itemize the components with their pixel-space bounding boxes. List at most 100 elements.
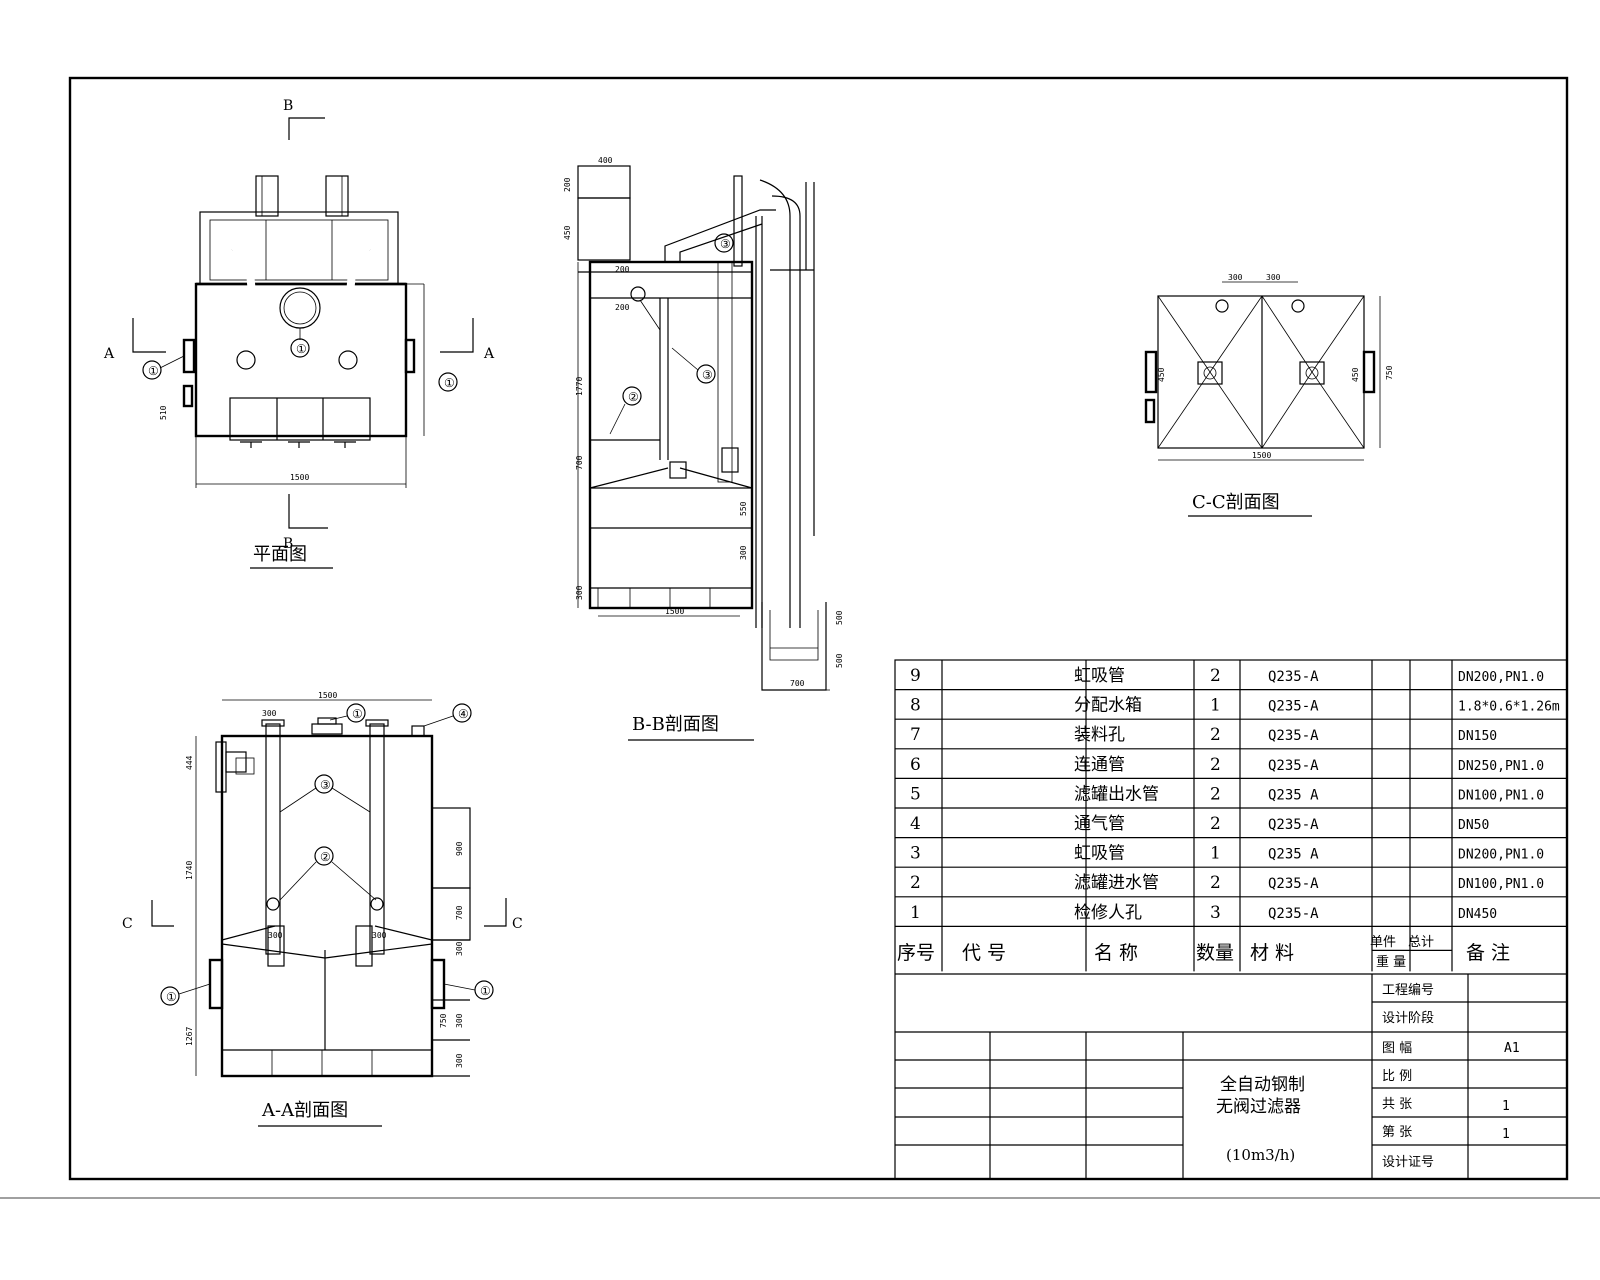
svg-text:450: 450 (1157, 367, 1166, 382)
svg-text:1500: 1500 (318, 691, 337, 700)
tb-size-label: 图 幅 (1382, 1041, 1412, 1056)
bom-cell-qty: 2 (1210, 814, 1221, 834)
plan-section-b-bottom: B (283, 536, 293, 552)
bom-cell-remark: DN50 (1458, 818, 1489, 833)
aa-title: A-A剖面图 (261, 1100, 348, 1121)
tb-sheet-no-label: 第 张 (1382, 1125, 1412, 1140)
bom-cell-seq: 1 (910, 903, 921, 923)
bom-cell-remark: DN200,PN1.0 (1458, 670, 1544, 685)
svg-text:③: ③ (702, 368, 713, 382)
bom-cell-seq: 6 (910, 755, 921, 775)
bom-cell-name: 检修人孔 (1074, 903, 1142, 923)
cc-title: C-C剖面图 (1192, 492, 1280, 513)
bom-cell-material: Q235-A (1268, 758, 1319, 774)
svg-text:300: 300 (455, 1053, 464, 1068)
svg-text:550: 550 (739, 501, 748, 516)
tb-title-line2: 无阀过滤器 (1216, 1097, 1301, 1117)
bom-cell-remark: DN150 (1458, 729, 1497, 744)
bom-cell-name: 虹吸管 (1074, 844, 1125, 864)
bom-cell-seq: 5 (910, 784, 921, 804)
bom-cell-qty: 2 (1210, 784, 1221, 804)
bom-cell-remark: DN450 (1458, 907, 1497, 922)
plan-section-b-top: B (283, 98, 293, 114)
svg-text:②: ② (320, 850, 331, 864)
bom-cell-name: 分配水箱 (1074, 696, 1142, 716)
bom-cell-name: 滤罐进水管 (1074, 873, 1159, 893)
svg-text:200: 200 (563, 177, 572, 192)
svg-text:1500: 1500 (1252, 451, 1271, 460)
bom-cell-remark: DN100,PN1.0 (1458, 788, 1544, 803)
bom-cell-seq: 3 (910, 844, 921, 864)
bom-cell-seq: 7 (910, 725, 921, 745)
svg-text:300: 300 (455, 941, 464, 956)
svg-text:700: 700 (455, 905, 464, 920)
bom-header-material: 材 料 (1250, 942, 1294, 964)
bom-cell-name: 滤罐出水管 (1074, 784, 1159, 804)
tb-total-sheets-label: 共 张 (1382, 1097, 1412, 1112)
svg-text:④: ④ (458, 707, 469, 721)
svg-text:①: ① (166, 990, 177, 1004)
svg-text:③: ③ (720, 237, 731, 251)
bom-header-qty: 数量 (1196, 942, 1234, 964)
tb-design-stage-label: 设计阶段 (1382, 1011, 1434, 1026)
svg-text:③: ③ (320, 778, 331, 792)
bom-header-code: 代 号 (962, 942, 1006, 964)
bom-cell-material: Q235 A (1268, 787, 1319, 803)
svg-text:900: 900 (455, 841, 464, 856)
drawing-border (68, 76, 1569, 1181)
svg-text:1500: 1500 (665, 607, 684, 616)
svg-text:1267: 1267 (185, 1027, 194, 1046)
tb-scale-label: 比 例 (1382, 1069, 1412, 1084)
bb-section-view: 400 200 450 1500 (563, 156, 844, 741)
svg-text:300: 300 (372, 931, 387, 940)
bom-cell-remark: DN250,PN1.0 (1458, 759, 1544, 774)
bom-cell-name: 装料孔 (1074, 725, 1125, 745)
aa-section-c-right: C (512, 916, 523, 932)
svg-text:②: ② (628, 390, 639, 404)
svg-text:①: ① (480, 984, 491, 998)
svg-text:700: 700 (575, 455, 584, 470)
svg-text:1740: 1740 (185, 861, 194, 880)
svg-text:450: 450 (1351, 367, 1360, 382)
svg-text:300: 300 (268, 931, 283, 940)
svg-text:300: 300 (739, 545, 748, 560)
svg-text:750: 750 (1385, 365, 1394, 380)
bom-cell-seq: 9 (910, 666, 921, 686)
tb-total-sheets-value: 1 (1502, 1099, 1510, 1114)
bom-cell-material: Q235 A (1268, 847, 1319, 863)
bom-cell-seq: 8 (910, 696, 921, 716)
bom-cell-name: 虹吸管 (1074, 666, 1125, 686)
svg-text:①: ① (148, 364, 159, 378)
svg-text:200: 200 (615, 265, 630, 274)
tb-size-value: A1 (1504, 1041, 1520, 1056)
bom-cell-material: Q235-A (1268, 906, 1319, 922)
title-block: 工程编号 设计阶段 图 幅 A1 比 例 共 张 1 第 张 1 设计证号 全自… (895, 973, 1567, 1179)
plan-callout-1: ① (296, 342, 307, 356)
bom-cell-qty: 2 (1210, 873, 1221, 893)
bom-cell-material: Q235-A (1268, 876, 1319, 892)
bom-cell-qty: 1 (1210, 696, 1221, 716)
tb-title-line3: (10m3/h) (1226, 1146, 1295, 1164)
bom-header-weight: 重 量 (1376, 954, 1406, 970)
bb-title: B-B剖面图 (632, 714, 719, 735)
bom-cell-seq: 2 (910, 873, 921, 893)
svg-text:300: 300 (455, 1013, 464, 1028)
bom-header-unit-weight: 单件 (1370, 935, 1396, 950)
aa-section-c-left: C (122, 916, 133, 932)
svg-text:400: 400 (598, 156, 613, 165)
bom-cell-material: Q235-A (1268, 728, 1319, 744)
plan-section-a-left: A (103, 346, 115, 362)
svg-text:750: 750 (439, 1013, 448, 1028)
tb-title-line1: 全自动钢制 (1220, 1075, 1305, 1095)
bom-header-name: 名 称 (1094, 942, 1138, 964)
bom-cell-name: 连通管 (1074, 755, 1125, 775)
bom-header-remark: 备 注 (1466, 942, 1510, 964)
cc-section-view: 300 300 450 450 750 1500 C-C剖面图 (1144, 273, 1394, 517)
svg-text:450: 450 (563, 225, 572, 240)
svg-text:300: 300 (1228, 273, 1243, 282)
svg-text:200: 200 (615, 303, 630, 312)
svg-text:700: 700 (790, 679, 805, 688)
bom-cell-qty: 3 (1210, 903, 1221, 923)
